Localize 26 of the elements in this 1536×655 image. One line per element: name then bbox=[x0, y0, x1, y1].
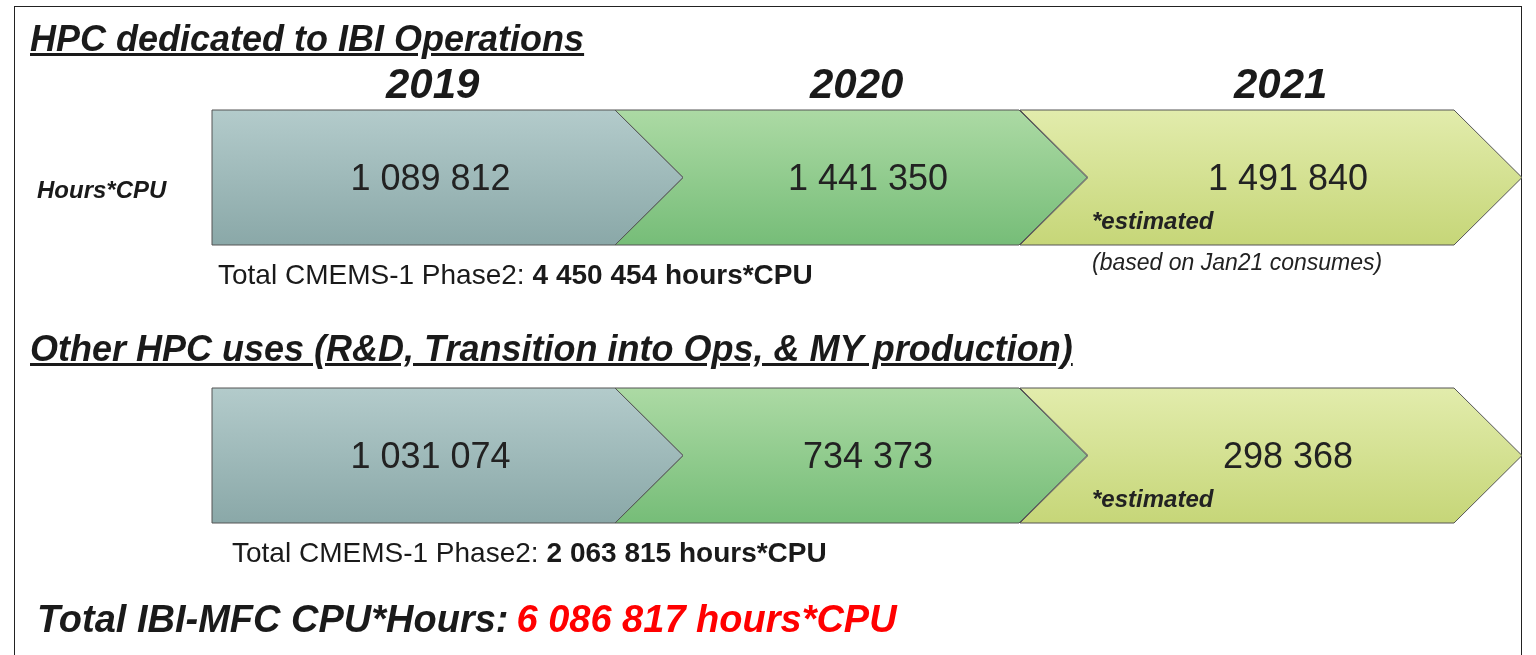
year-label: 2019 bbox=[386, 60, 480, 108]
value-text: 734 373 bbox=[802, 434, 934, 477]
chevron-shape bbox=[212, 110, 683, 245]
value-text: 1 031 074 bbox=[350, 434, 511, 477]
total-text: Total CMEMS-1 Phase2: bbox=[218, 259, 525, 291]
grand-total-text: Total IBI-MFC CPU*Hours: bbox=[37, 598, 509, 641]
row-label: Hours*CPU bbox=[37, 176, 167, 204]
total-value: 4 450 454 hours*CPU bbox=[532, 259, 813, 291]
value-text: 1 441 350 bbox=[787, 156, 949, 199]
grand-total-value: 6 086 817 hours*CPU bbox=[516, 598, 897, 641]
value-text: 1 491 840 bbox=[1207, 156, 1369, 199]
total-value: 2 063 815 hours*CPU bbox=[546, 537, 827, 569]
value-text: 1 089 812 bbox=[350, 156, 511, 199]
year-label: 2020 bbox=[810, 60, 904, 108]
heading-text: Other HPC uses (R&D, Transition into Ops, & MY production) bbox=[30, 328, 1073, 370]
year-label: 2021 bbox=[1234, 60, 1328, 108]
note-text: *estimated bbox=[1092, 485, 1214, 513]
total-text: Total CMEMS-1 Phase2: bbox=[232, 537, 539, 569]
heading-text: HPC dedicated to IBI Operations bbox=[30, 18, 585, 60]
chevron-shape bbox=[1020, 388, 1522, 523]
chevron-shape bbox=[615, 388, 1087, 523]
chevron-shape bbox=[615, 110, 1087, 245]
chevron-shape bbox=[212, 388, 683, 523]
value-text: 298 368 bbox=[1222, 434, 1354, 477]
note-text: *estimated bbox=[1092, 207, 1214, 235]
note-text: (based on Jan21 consumes) bbox=[1092, 249, 1383, 276]
